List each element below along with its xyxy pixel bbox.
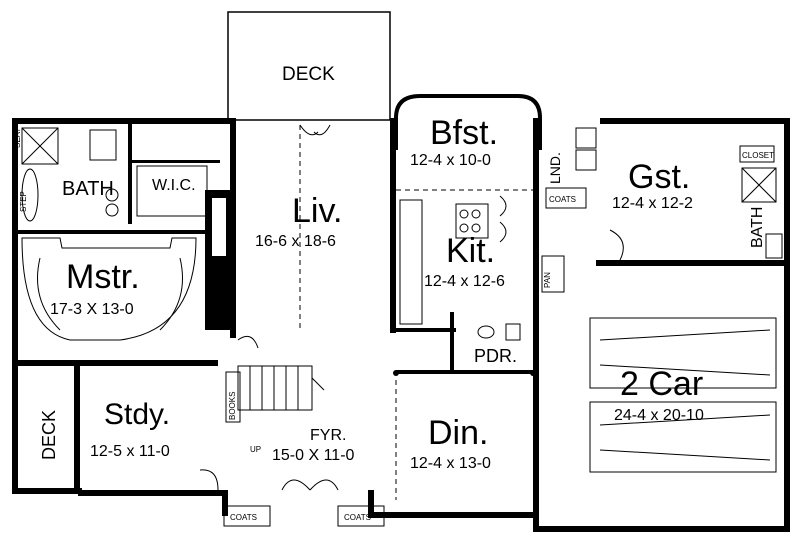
- wic-label: W.I.C.: [152, 177, 196, 194]
- books-label: BOOKS: [228, 392, 237, 420]
- mstr-label: Mstr.: [66, 258, 140, 296]
- garage-dims: 24-4 x 20-10: [614, 407, 704, 424]
- stdy-dims: 12-5 x 11-0: [90, 443, 170, 460]
- kit-label: Kit.: [446, 232, 495, 270]
- liv-dims: 16-6 x 18-6: [255, 233, 336, 250]
- deck-left-label: DECK: [39, 410, 59, 460]
- gst-label: Gst.: [628, 158, 690, 196]
- coats-lnd-label: COATS: [549, 195, 576, 204]
- stdy-label: Stdy.: [104, 398, 170, 431]
- kit-dims: 12-4 x 12-6: [424, 273, 505, 290]
- fyr-label: FYR.: [310, 427, 346, 444]
- ent-center-label: ENT. CENTER: [216, 267, 225, 320]
- deck-top-outline: [227, 11, 391, 121]
- din-dims: 12-4 x 13-0: [410, 455, 491, 472]
- mstr-dims: 17-3 X 13-0: [50, 301, 134, 318]
- fyr-dims: 15-0 X 11-0: [272, 447, 355, 464]
- garage-label: 2 Car: [620, 365, 703, 403]
- pdr-label: PDR.: [474, 346, 517, 366]
- pan-label: PAN: [543, 272, 552, 288]
- bfst-label: Bfst.: [430, 114, 498, 152]
- din-label: Din.: [428, 414, 488, 452]
- deck-top-label: DECK: [282, 64, 335, 85]
- gst-bath-label: BATH: [749, 207, 766, 248]
- closet-label: CLOSET: [742, 151, 774, 160]
- coats-left-label: COATS: [230, 513, 257, 522]
- liv-label: Liv.: [292, 192, 342, 230]
- step-label: STEP: [19, 191, 28, 212]
- interior-lines: [21, 124, 783, 527]
- bath-label: BATH: [62, 178, 114, 200]
- gst-dims: 12-4 x 12-2: [612, 195, 693, 212]
- up-label: UP: [250, 445, 261, 454]
- lnd-label: LND.: [547, 152, 563, 184]
- walls: [12, 11, 790, 532]
- bfst-dims: 12-4 x 10-0: [410, 152, 491, 169]
- seat-label: SEAT: [13, 128, 22, 148]
- coats-right-label: COATS: [344, 513, 371, 522]
